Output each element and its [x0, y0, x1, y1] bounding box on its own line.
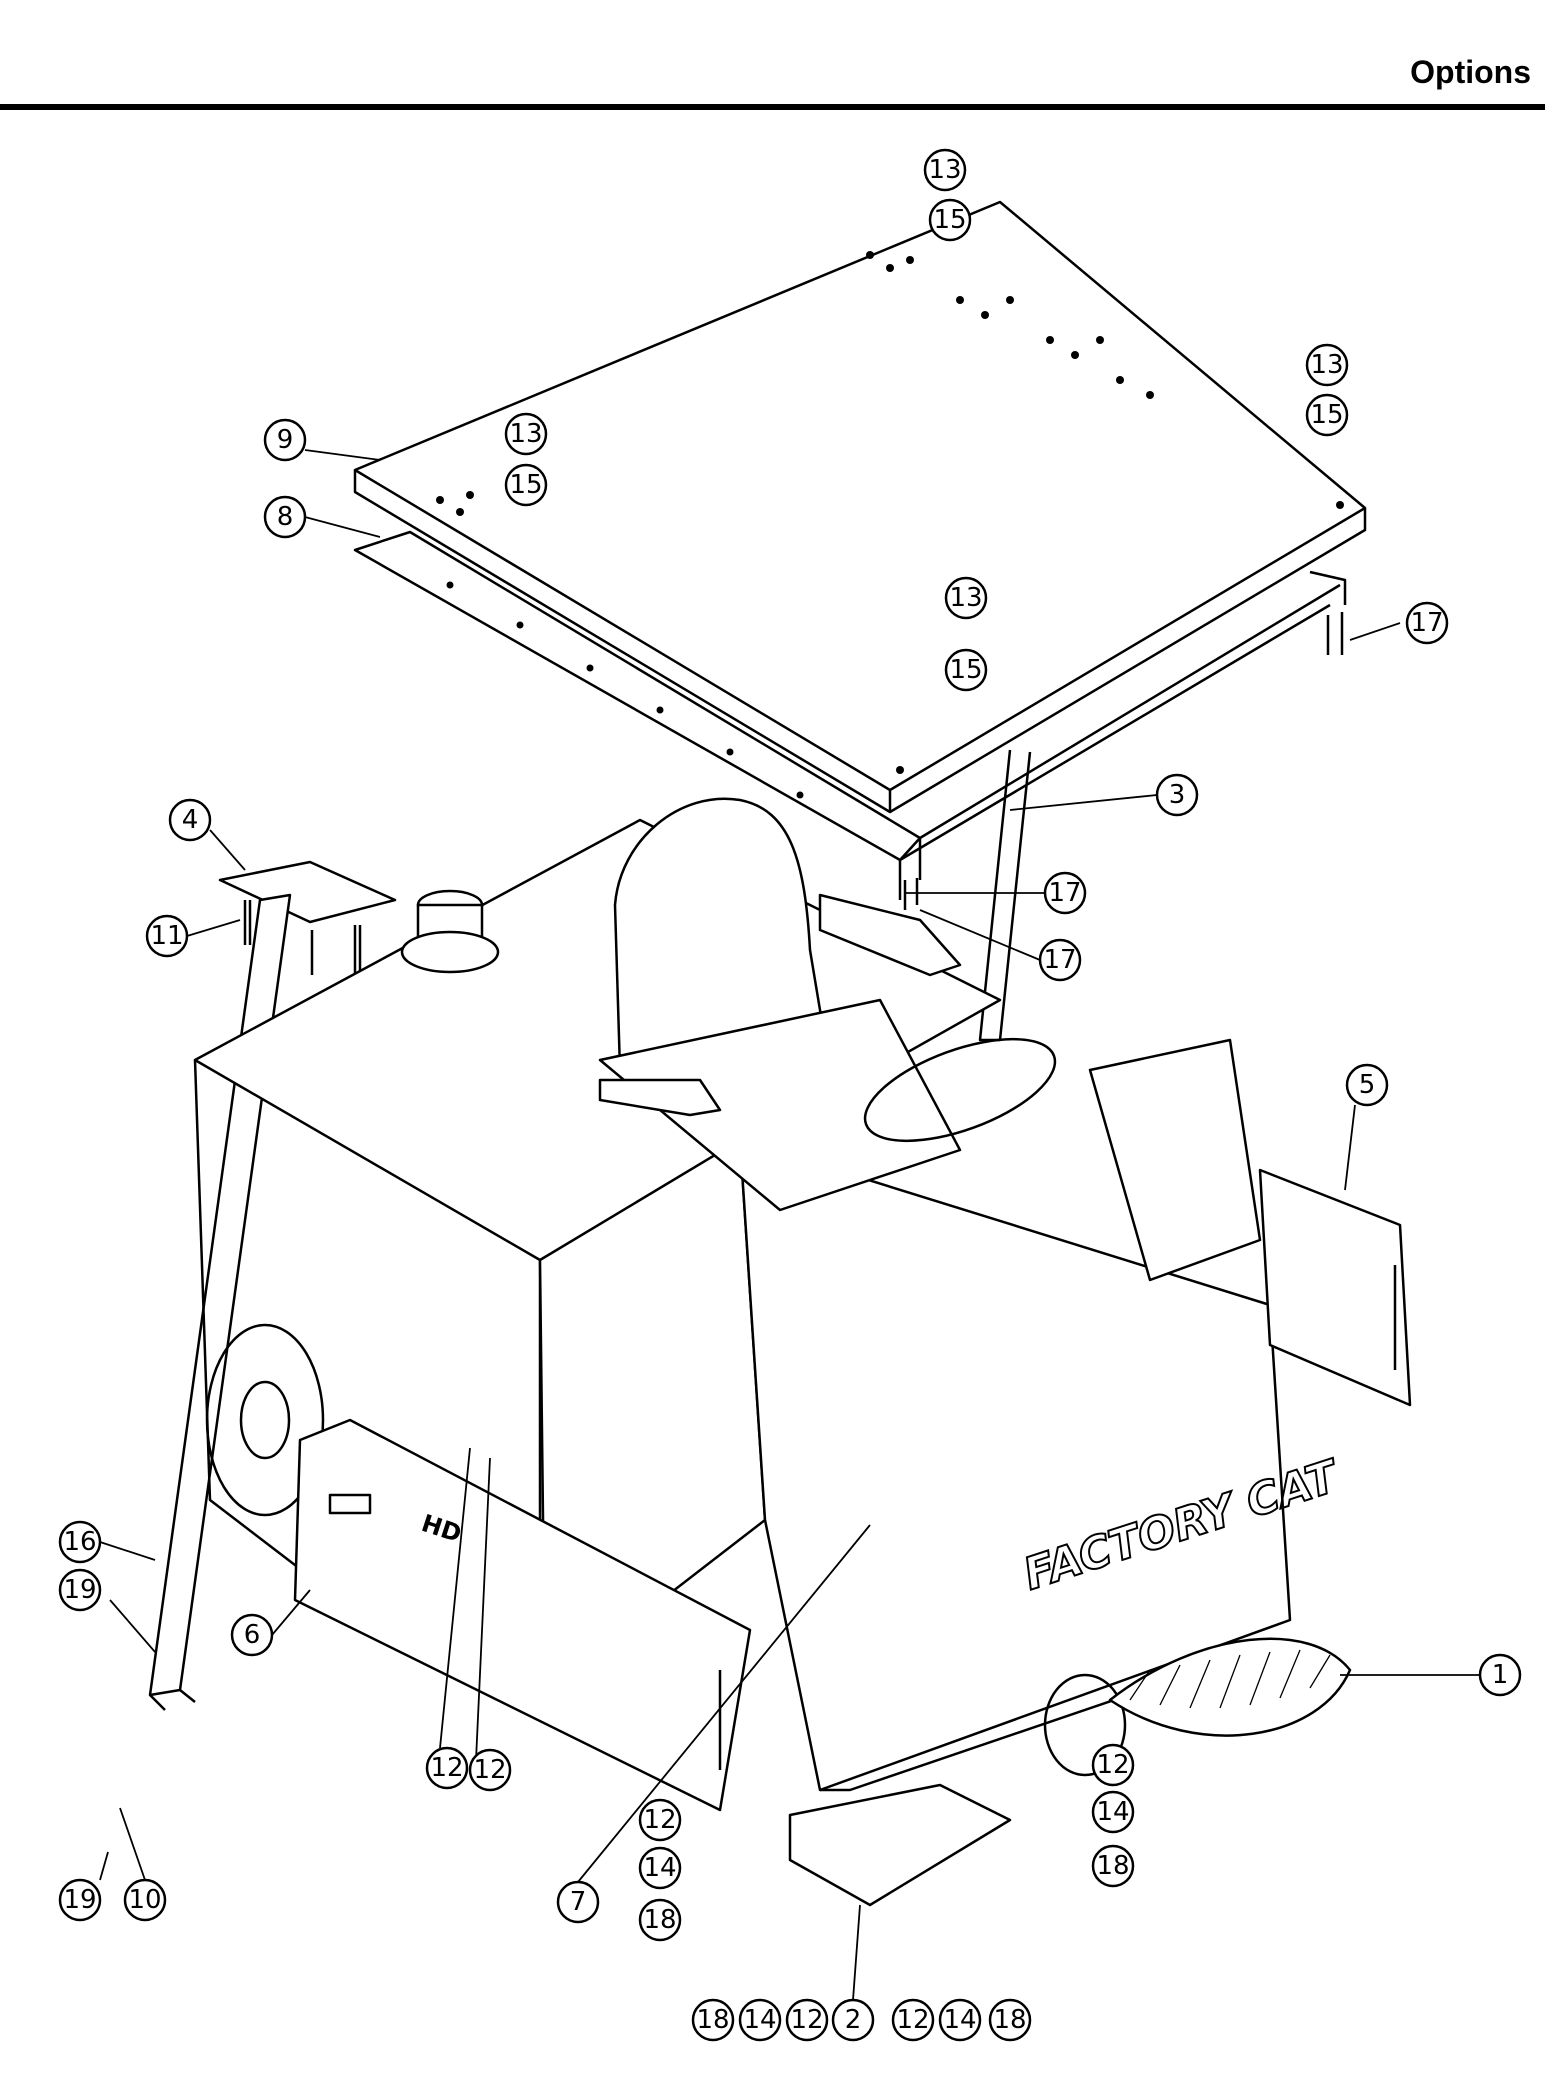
callout-1: 1: [1492, 1660, 1509, 1690]
leader-lines: [99, 449, 1480, 2001]
callout-13: 13: [1310, 350, 1343, 380]
control-console: [863, 1037, 1262, 1282]
callout-15: 15: [509, 470, 542, 500]
callout-13: 13: [928, 155, 961, 185]
callout-12: 12: [790, 2005, 823, 2035]
header-rule: [0, 104, 1545, 110]
parts-drawing: FACTORY CAT HD 1 2 3 4 5 6 7 8 9 10 11 1…: [58, 148, 1522, 2042]
callout-12: 12: [896, 2005, 929, 2035]
callout-14: 14: [1096, 1797, 1129, 1827]
exploded-parts-diagram: FACTORY CAT HD 1 2 3 4 5 6 7 8 9 10 11 1…: [0, 112, 1545, 2075]
callout-12: 12: [643, 1805, 676, 1835]
callout-13: 13: [509, 419, 542, 449]
page-header: Options: [0, 0, 1545, 112]
callout-17: 17: [1048, 878, 1081, 908]
operator-seat: [598, 797, 962, 1212]
callout-18: 18: [993, 2005, 1026, 2035]
callout-13: 13: [949, 583, 982, 613]
canopy-roof-panel: [353, 200, 1367, 814]
callout-11: 11: [150, 921, 183, 951]
callout-16: 16: [63, 1527, 96, 1557]
callout-14: 14: [943, 2005, 976, 2035]
callout-7: 7: [570, 1887, 587, 1917]
callout-17: 17: [1410, 608, 1443, 638]
callout-12: 12: [430, 1753, 463, 1783]
side-broom: [1108, 1637, 1352, 1737]
callout-9: 9: [277, 425, 294, 455]
callout-15: 15: [1310, 400, 1343, 430]
front-bumper: [788, 1783, 1012, 1907]
callout-4: 4: [182, 805, 199, 835]
callout-3: 3: [1169, 780, 1186, 810]
canopy-frame: [353, 530, 1347, 910]
callout-17: 17: [1043, 945, 1076, 975]
callout-19: 19: [63, 1575, 96, 1605]
callout-numbers: 1 2 3 4 5 6 7 8 9 10 11 12 12 12 12 12 1…: [63, 155, 1508, 2035]
callout-12: 12: [473, 1755, 506, 1785]
front-side-panel: [293, 1418, 752, 1812]
callout-5: 5: [1359, 1070, 1376, 1100]
callout-2: 2: [845, 2005, 862, 2035]
callouts: [58, 148, 1522, 2042]
callout-19: 19: [63, 1885, 96, 1915]
callout-18: 18: [643, 1905, 676, 1935]
callout-8: 8: [277, 502, 294, 532]
callout-14: 14: [643, 1853, 676, 1883]
callout-18: 18: [696, 2005, 729, 2035]
callout-10: 10: [128, 1885, 161, 1915]
callout-6: 6: [244, 1620, 261, 1650]
callout-12: 12: [1096, 1750, 1129, 1780]
callout-14: 14: [743, 2005, 776, 2035]
page-title: Options: [1410, 54, 1531, 90]
beacon-light: [400, 889, 500, 974]
callout-15: 15: [949, 655, 982, 685]
callout-15: 15: [933, 205, 966, 235]
right-side-door: [1258, 1168, 1412, 1407]
callout-18: 18: [1096, 1851, 1129, 1881]
